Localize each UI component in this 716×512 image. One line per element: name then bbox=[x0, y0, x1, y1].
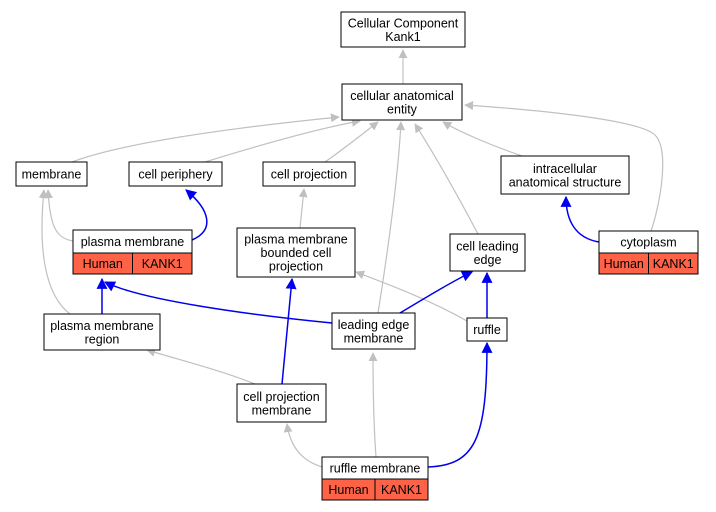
node-label-line: edge bbox=[474, 253, 502, 267]
annotation-gene: KANK1 bbox=[653, 257, 694, 271]
edge-cytoplasm-to-intracellular bbox=[560, 195, 600, 243]
edge-cpm-to-pmbcp bbox=[281, 277, 297, 385]
edge-le-to-cae bbox=[414, 123, 479, 235]
node-label-line: Kank1 bbox=[385, 30, 420, 44]
node-label-line: Cellular Component bbox=[348, 16, 459, 30]
node-label-line: plasma membrane bbox=[244, 233, 348, 247]
node-label-line: cellular anatomical bbox=[350, 89, 454, 103]
annotation-species: Human bbox=[83, 257, 123, 271]
node-label-line: projection bbox=[269, 260, 323, 274]
annotation-cell bbox=[374, 478, 429, 501]
annotation-cell bbox=[648, 252, 699, 275]
node-box bbox=[340, 11, 466, 48]
node-label-line: ruffle bbox=[473, 323, 501, 337]
edge-ruffle-to-pmbcp bbox=[355, 270, 468, 322]
edge-projection-to-cae bbox=[324, 121, 379, 163]
node-box bbox=[262, 161, 356, 187]
node-box bbox=[128, 161, 223, 187]
node-ruffle[interactable]: ruffle bbox=[466, 317, 508, 342]
node-label-line: anatomical structure bbox=[509, 175, 622, 189]
node-label-line: cell periphery bbox=[138, 168, 213, 182]
node-box bbox=[236, 383, 327, 423]
edge-cpm-to-pmr bbox=[146, 348, 256, 385]
edge-intracellular-to-cae bbox=[442, 121, 523, 157]
annotation-species: Human bbox=[604, 257, 644, 271]
node-label-line: cytoplasm bbox=[620, 236, 676, 250]
node-label-line: bounded cell bbox=[261, 246, 332, 260]
node-label-line: plasma membrane bbox=[81, 235, 185, 249]
node-label-line: ruffle membrane bbox=[330, 462, 421, 476]
edge-rm-to-ruffle bbox=[427, 341, 493, 468]
node-label-line: cell projection bbox=[243, 390, 319, 404]
node-box bbox=[449, 233, 526, 272]
edge-pmbcp-to-projection bbox=[298, 188, 308, 229]
node-label-line: entity bbox=[387, 102, 418, 116]
edge-pm-to-periphery bbox=[185, 189, 208, 241]
annotation-gene: KANK1 bbox=[142, 257, 183, 271]
edge-lem-to-pm bbox=[104, 281, 333, 324]
node-box bbox=[466, 317, 508, 342]
node-label-line: cell leading bbox=[456, 239, 519, 253]
node-projection[interactable]: cell projection bbox=[262, 161, 356, 187]
node-label-line: region bbox=[85, 332, 120, 346]
node-label-line: intracellular bbox=[533, 162, 597, 176]
node-label-line: membrane bbox=[344, 331, 404, 345]
annotation-species: Human bbox=[328, 483, 368, 497]
edge-membrane-to-cae bbox=[71, 113, 340, 163]
node-periphery[interactable]: cell periphery bbox=[128, 161, 223, 187]
node-label-line: plasma membrane bbox=[50, 319, 154, 333]
annotation-cell bbox=[132, 252, 193, 275]
annotation-gene: KANK1 bbox=[381, 483, 422, 497]
node-box bbox=[236, 227, 356, 278]
node-box bbox=[500, 155, 630, 195]
edge-lem-to-cae bbox=[377, 121, 406, 314]
node-label-line: cell projection bbox=[271, 168, 347, 182]
edge-cytoplasm-to-cae bbox=[464, 101, 664, 232]
node-membrane[interactable]: membrane bbox=[15, 161, 88, 187]
edges-layer bbox=[38, 49, 664, 468]
node-label-line: leading edge bbox=[338, 318, 410, 332]
edge-lem-to-le bbox=[399, 271, 473, 314]
node-label-line: membrane bbox=[252, 403, 312, 417]
node-box bbox=[43, 313, 161, 351]
node-label-line: membrane bbox=[22, 168, 82, 182]
edge-rm-to-cpm bbox=[283, 423, 323, 468]
node-box bbox=[341, 83, 463, 121]
edge-pm-to-membrane bbox=[43, 189, 74, 242]
edge-periphery-to-cae bbox=[204, 117, 361, 163]
edge-rm-to-lem bbox=[368, 352, 378, 458]
node-box bbox=[331, 312, 416, 350]
edge-pmr-to-membrane bbox=[38, 189, 71, 315]
node-box bbox=[15, 161, 88, 187]
